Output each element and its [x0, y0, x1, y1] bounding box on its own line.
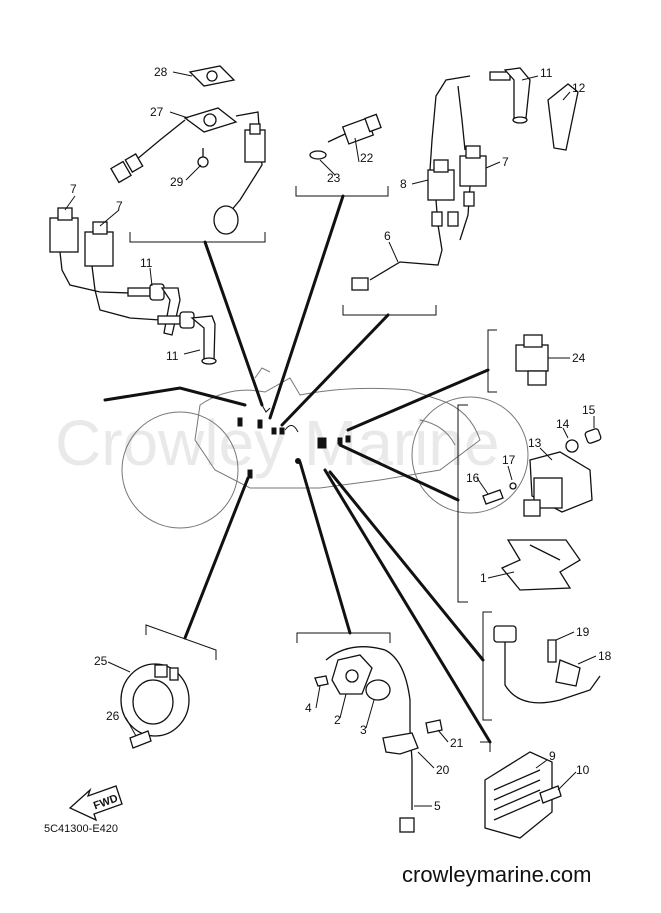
callout-2: 2 — [334, 713, 341, 727]
callout-labels: 28 27 29 7 7 11 11 22 23 11 12 7 8 6 24 … — [70, 65, 612, 813]
callout-27: 27 — [150, 105, 164, 119]
bracket-horn — [145, 624, 217, 660]
rectifier-regulator — [484, 751, 562, 839]
leader-left-group — [103, 386, 247, 407]
callout-12: 12 — [572, 81, 586, 95]
callout-21: 21 — [450, 736, 464, 750]
callout-11b: 11 — [166, 349, 179, 363]
leader-regulator — [323, 468, 492, 744]
bracket-top-left — [129, 232, 266, 243]
callout-13: 13 — [528, 436, 542, 450]
watermark: Crowley Marine — [55, 407, 500, 479]
leader-relay — [346, 368, 490, 432]
callout-11a: 11 — [140, 256, 153, 270]
horn — [120, 663, 190, 749]
callout-19: 19 — [576, 625, 590, 639]
callout-26: 26 — [106, 709, 120, 723]
callout-8: 8 — [400, 177, 407, 191]
leader-horn — [183, 476, 250, 640]
callout-18: 18 — [598, 649, 612, 663]
callout-17: 17 — [502, 453, 516, 467]
callout-14: 14 — [556, 417, 570, 431]
callout-28: 28 — [154, 65, 168, 79]
leader-sensor — [328, 470, 485, 662]
relay — [515, 334, 549, 386]
callout-7c: 7 — [502, 155, 509, 169]
callout-7b: 7 — [116, 199, 123, 213]
bracket-top-right — [342, 305, 437, 316]
ignition-coils-left — [49, 207, 217, 365]
drawing-code: 5C41300-E420 — [44, 823, 118, 835]
ignition-coils-right — [351, 67, 579, 291]
neutral-switch — [314, 646, 443, 833]
speed-sensor — [493, 625, 601, 704]
callout-4: 4 — [305, 701, 312, 715]
callout-11c: 11 — [540, 66, 553, 80]
callout-20: 20 — [436, 763, 450, 777]
callout-1: 1 — [480, 571, 487, 585]
callout-7a: 7 — [70, 182, 77, 196]
callout-23: 23 — [327, 171, 341, 185]
callout-15: 15 — [582, 403, 596, 417]
callout-25: 25 — [94, 654, 108, 668]
leader-top-middle — [268, 194, 345, 420]
callout-24: 24 — [572, 351, 586, 365]
callout-16: 16 — [466, 471, 480, 485]
bracket-neutral-switch — [296, 632, 391, 643]
callout-10: 10 — [576, 763, 590, 777]
bracket-top-middle — [295, 186, 389, 197]
callout-leaders — [64, 71, 597, 807]
bracket-relay — [487, 329, 497, 393]
connection-markers — [237, 404, 351, 479]
leader-top-right — [280, 313, 390, 427]
bracket-starter-relay — [457, 404, 468, 603]
bracket-regulator — [480, 741, 491, 752]
callout-29: 29 — [170, 175, 184, 189]
fuel-sender-unit — [110, 65, 266, 235]
starter-relay — [482, 428, 602, 591]
fwd-arrow-icon: FWD — [68, 785, 123, 822]
callout-9: 9 — [549, 749, 556, 763]
temperature-sensor — [309, 113, 382, 160]
callout-5: 5 — [434, 799, 441, 813]
leader-top-left — [203, 240, 264, 407]
callout-3: 3 — [360, 723, 367, 737]
callout-6: 6 — [384, 229, 391, 243]
website-label: crowleymarine.com — [402, 862, 592, 887]
leader-neutral-switch — [298, 460, 352, 635]
callout-22: 22 — [360, 151, 374, 165]
leader-starter-relay — [338, 443, 460, 502]
motorcycle-outline — [121, 367, 529, 529]
bracket-sensor — [482, 611, 492, 721]
